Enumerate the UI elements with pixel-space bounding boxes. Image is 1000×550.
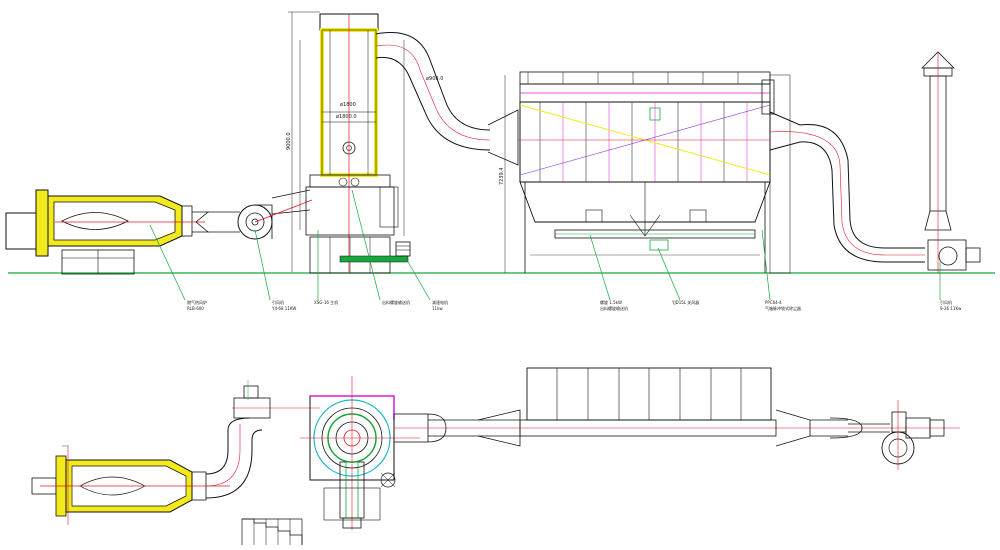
outlet-duct: ø900.0 — [375, 32, 519, 166]
callout-screw2-desc: 出料螺旋输送机 — [600, 305, 628, 311]
filter-plan — [519, 367, 811, 447]
callout-furnace-model: RLB-600 — [187, 306, 204, 311]
callout-tower: XSG-16 主机 — [314, 299, 338, 305]
exhaust-duct — [769, 111, 925, 263]
plan-duct-3 — [810, 417, 890, 439]
callout-reducer-power: 11kw — [432, 306, 443, 311]
furnace-plan — [31, 445, 230, 525]
induced-draft-fan-1 — [237, 189, 313, 240]
filter-height: 7239.4 — [499, 168, 505, 186]
chimney — [921, 51, 981, 273]
callout-fan1: 引风机 — [272, 299, 284, 305]
callout-fan2: 引风机 — [940, 299, 952, 305]
callout-leaders — [149, 189, 941, 301]
tower-dim-2: ø1800.0 — [336, 114, 357, 120]
callouts: 燃气热风炉 RLB-600 引风机 Y4-68 11KW XSG-16 主机 出… — [187, 299, 962, 311]
callout-reducer: 减速电机 — [432, 299, 448, 305]
tower-plan — [241, 376, 420, 545]
duct-dim: ø900.0 — [426, 76, 443, 82]
drying-tower: ø1800 ø1800.0 9000.0 — [286, 11, 411, 274]
callout-screw2: 螺旋 1.5kW — [600, 299, 622, 305]
callout-filter: 气箱脉冲袋式除尘器 — [765, 305, 801, 311]
bag-filter: 7239.4 — [499, 71, 791, 274]
elevation-view: ø1800 ø1800.0 9000.0 — [5, 11, 995, 311]
callout-fan2-model: 9-26 11Kw — [940, 306, 962, 311]
fan2-plan — [881, 400, 945, 470]
tower-height: 9000.0 — [286, 133, 292, 151]
callout-fan1-model: Y4-68 11KW — [271, 306, 296, 311]
plan-duct-2 — [393, 409, 960, 447]
tower-dim-1: ø1800 — [340, 102, 356, 108]
plan-duct-1 — [205, 380, 320, 499]
flange — [192, 211, 210, 233]
callout-furnace: 燃气热风炉 — [187, 299, 207, 305]
callout-filter-model: PPC64-4 — [765, 300, 782, 305]
callout-valve: YJD15L 关风器 — [671, 299, 699, 305]
plan-view — [31, 367, 960, 545]
callout-screw1: 出料螺旋输送机 — [382, 299, 410, 305]
hot-air-furnace — [5, 189, 205, 275]
